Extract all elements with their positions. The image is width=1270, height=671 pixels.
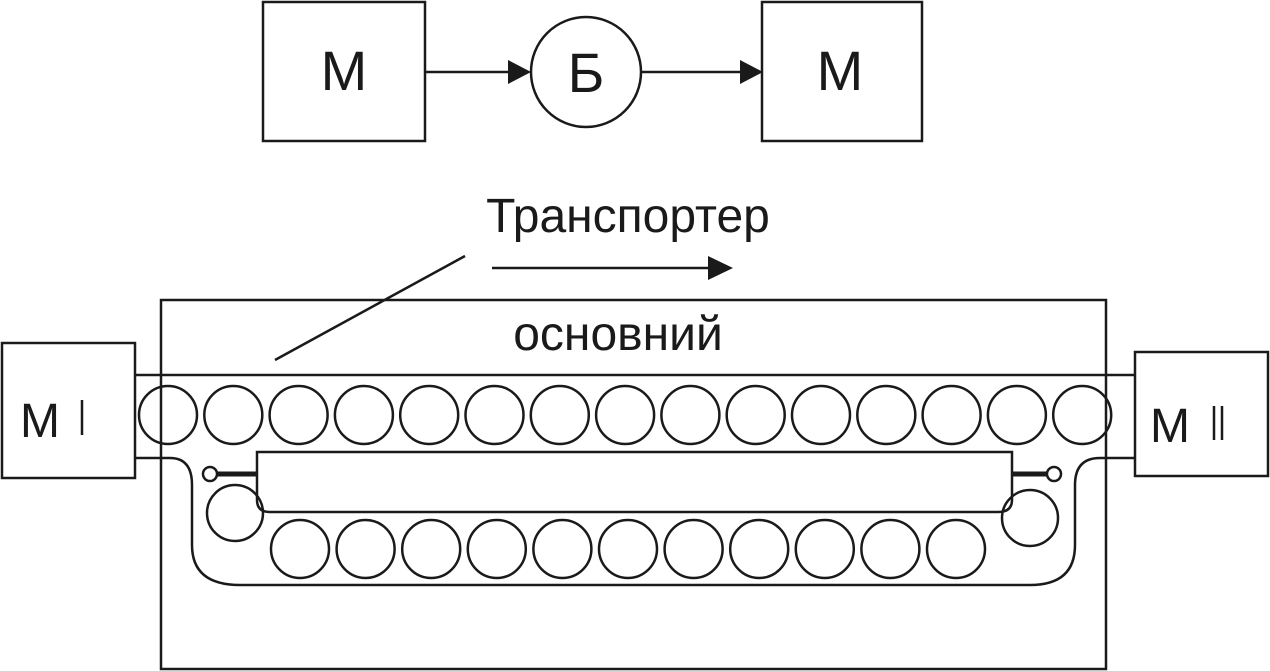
bottom-roller [794, 518, 856, 580]
bottom-roller [860, 518, 921, 580]
bottom-roller [728, 518, 790, 580]
bottom-roller [269, 518, 331, 580]
top-roller [1051, 384, 1113, 446]
title-pointer-line [274, 254, 466, 362]
top-roller [268, 384, 329, 446]
bottom-roller [663, 518, 724, 580]
right-tension-pivot [1045, 465, 1063, 483]
flow-arrow-1-head [508, 60, 531, 84]
top-roller-row [137, 384, 1113, 446]
conveyor-diagram: Транспортер основний М М [0, 190, 1270, 671]
machine-one-box [0, 341, 137, 480]
flow-diagram: М Б М [261, 0, 924, 143]
top-roller [856, 384, 917, 446]
top-roller [660, 384, 721, 446]
belt-outer-track [135, 373, 1135, 587]
bottom-roller [466, 518, 528, 580]
bottom-roller [925, 518, 987, 580]
top-roller [203, 384, 264, 446]
top-roller [921, 384, 982, 446]
main-enclosure-label: основний [513, 308, 723, 361]
top-roller [986, 384, 1048, 446]
machine-one-label: М [20, 395, 60, 448]
top-roller [529, 384, 591, 446]
main-enclosure [159, 298, 1108, 671]
bottom-roller-row [269, 518, 987, 580]
top-roller [137, 384, 199, 446]
top-roller [464, 384, 525, 446]
bottom-roller [400, 518, 462, 580]
machine-two-box [1133, 350, 1270, 478]
flow-arrow-2-head [740, 60, 763, 84]
direction-arrow-head [708, 256, 733, 280]
bottom-roller [532, 518, 593, 580]
machine-two-label: М [1150, 400, 1190, 453]
top-roller [725, 384, 786, 446]
conveyor-title: Транспортер [486, 190, 770, 243]
bottom-roller [597, 518, 659, 580]
flow-right-box [760, 0, 924, 143]
belt-inner-island [255, 450, 1014, 514]
flow-left-box-label: М [321, 39, 368, 102]
corner-roller-right [1000, 488, 1060, 548]
top-roller [333, 384, 395, 446]
top-roller [790, 384, 852, 446]
flow-circle-label: Б [568, 41, 605, 104]
corner-roller-left [205, 483, 265, 543]
top-roller [594, 384, 656, 446]
bottom-roller [335, 518, 396, 580]
left-tension-pivot [201, 465, 219, 483]
top-roller [398, 384, 460, 446]
flow-right-box-label: М [817, 39, 864, 102]
